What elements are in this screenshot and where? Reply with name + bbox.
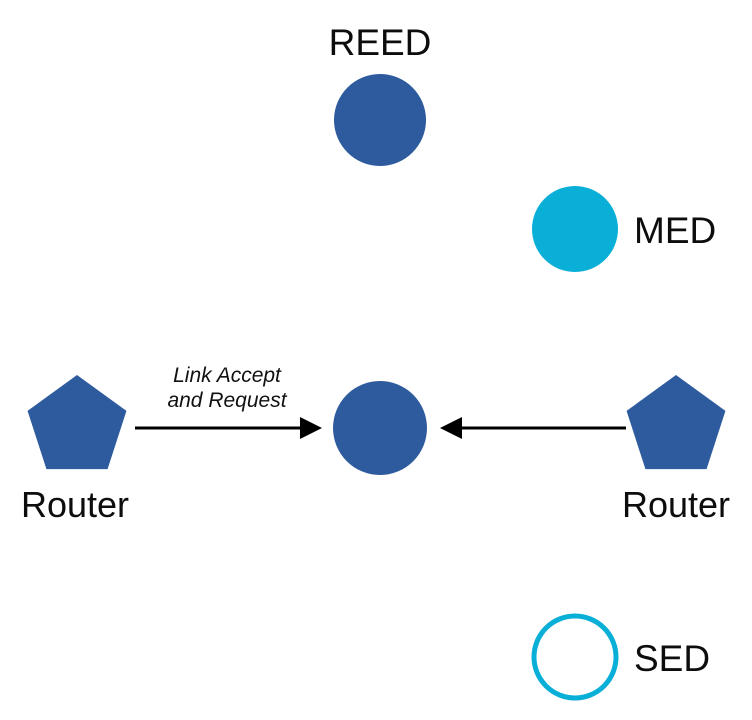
arrow-head-right bbox=[300, 417, 322, 439]
med-circle[interactable] bbox=[532, 186, 618, 272]
edge-label-line-1: Link Accept bbox=[173, 364, 282, 387]
reed-label: REED bbox=[329, 22, 432, 63]
edge-left-to-center: Link Accept and Request bbox=[135, 364, 322, 439]
node-router-right[interactable]: Router bbox=[622, 375, 730, 525]
sed-label: SED bbox=[634, 638, 710, 679]
node-router-left[interactable]: Router bbox=[21, 375, 129, 525]
center-device-circle[interactable] bbox=[333, 381, 427, 475]
router-right-label: Router bbox=[622, 484, 730, 525]
arrow-head-left bbox=[440, 417, 462, 439]
router-left-label: Router bbox=[21, 484, 129, 525]
reed-circle[interactable] bbox=[334, 74, 426, 166]
sed-circle-outline[interactable] bbox=[531, 613, 619, 701]
node-sed[interactable]: SED bbox=[531, 613, 710, 701]
router-right-pentagon[interactable] bbox=[626, 375, 726, 470]
node-reed[interactable]: REED bbox=[329, 22, 432, 166]
edge-right-to-center bbox=[440, 417, 626, 439]
router-left-pentagon[interactable] bbox=[27, 375, 127, 470]
node-med[interactable]: MED bbox=[532, 186, 716, 272]
node-center-device[interactable] bbox=[333, 381, 427, 475]
edge-label-line-2: and Request bbox=[167, 389, 287, 412]
med-label: MED bbox=[634, 210, 716, 251]
